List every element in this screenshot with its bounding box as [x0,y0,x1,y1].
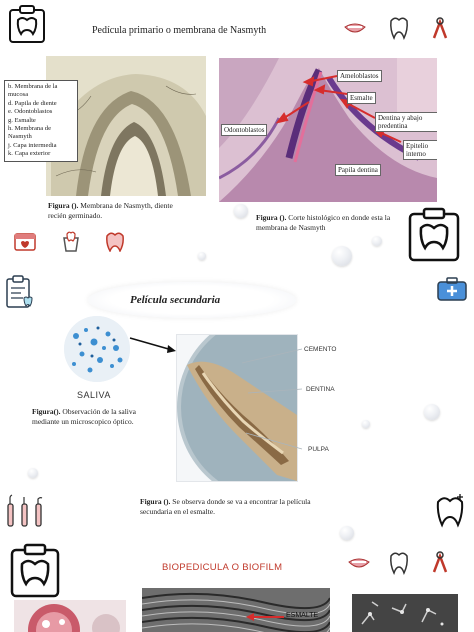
title-cloud-shape [88,282,296,318]
tooth-gum-icon [104,230,126,253]
mouth-icon [348,557,370,571]
mouth-icon [344,22,366,36]
figure-caption-left: Figura (). Membrana de Nasmyth, diente r… [48,201,188,221]
nasmyth-drawing-image [46,56,206,196]
label-dentina: DENTINA [306,386,335,393]
dental-tools-icon [4,494,46,530]
tooth-icon [388,551,410,575]
caption-label: Figura(). [32,407,61,416]
section-title-pelicula-secundaria: Película secundaria [130,294,221,306]
figure-caption-saliva: Figura(). Observación de la saliva media… [32,407,162,427]
label-ameloblastos: Ameloblastos [337,70,382,82]
decorative-bubble [340,526,354,540]
caption-label: Figura (). [256,213,287,222]
caption-label: Figura (). [48,201,79,210]
section-title-biofilm: BIOPEDICULA O BIOFILM [162,562,283,573]
legend-item: d. Papila de diente [8,99,57,107]
esmalte-arrow [246,613,284,621]
decorative-bubble [234,204,248,218]
decorative-bubble [424,404,440,420]
caption-label: Figura (). [140,497,171,506]
label-esmalte: Esmalte [347,92,376,104]
biofilm-image-right [352,594,458,632]
decorative-bubble [372,236,382,246]
forceps-icon [430,16,450,40]
label-cemento: CEMENTO [304,346,337,353]
label-pulpa: PULPA [308,446,329,453]
tooth-clipboard-icon [406,206,462,262]
forceps-icon [430,550,450,574]
tooth-glass-icon [60,230,82,252]
caption-text: Corte histológico en donde esta la membr… [256,213,391,232]
legend-item: g. Esmalte [8,116,36,124]
decorative-bubble [332,246,352,266]
legend-box: b. Membrana de la mucosa d. Papila de di… [4,80,78,162]
tooth-clipboard-icon [6,4,48,44]
saliva-label: SALIVA [77,390,111,400]
tooth-clipboard-icon [8,542,62,598]
label-papila: Papila dentina [335,164,381,176]
tooth-label-lines [241,348,303,450]
caption-text: Se observa donde se va a encontrar la pe… [140,497,311,516]
label-epitelio: Epitelio interno [403,140,437,160]
legend-item: b. Membrana de la mucosa [8,83,58,99]
label-odontoblastos: Odontoblastos [221,124,268,136]
legend-item: h. Membrana de Nasmyth [8,125,52,141]
tooth-section-image [176,334,298,482]
label-esmalte: ESMALTE [286,612,319,619]
enamel-sem-image [142,588,330,632]
page-title: Pedícula primario o membrana de Nasmyth [92,25,267,36]
clipboard-tooth-icon [4,274,36,310]
decorative-bubble [198,252,206,260]
decorative-bubble [28,468,38,478]
legend-item: j. Capa intermedia [8,141,57,149]
saliva-microscope-image [64,316,130,382]
label-dentina: Dentina y abajo predentina [375,112,437,132]
legend-item: k. Capa exterior [8,150,51,158]
figure-caption-right: Figura (). Corte histológico en donde es… [256,213,396,233]
caption-text: Membrana de Nasmyth, diente recién germi… [48,201,173,220]
calendar-icon [14,231,36,251]
medical-kit-icon [436,276,468,302]
saliva-arrow [129,337,176,353]
decorative-bubble [362,420,370,428]
biofilm-image-left [14,600,126,632]
histology-micrograph-image: Ameloblastos Esmalte Odontoblastos Denti… [219,58,437,202]
tooth-icon [388,16,410,40]
legend-item: e. Odontoblastos [8,108,53,116]
caption-text: Observación de la saliva mediante un mic… [32,407,136,426]
tooth-sparkle-icon [432,492,468,528]
figure-caption-tooth: Figura (). Se observa donde se va a enco… [140,497,320,517]
